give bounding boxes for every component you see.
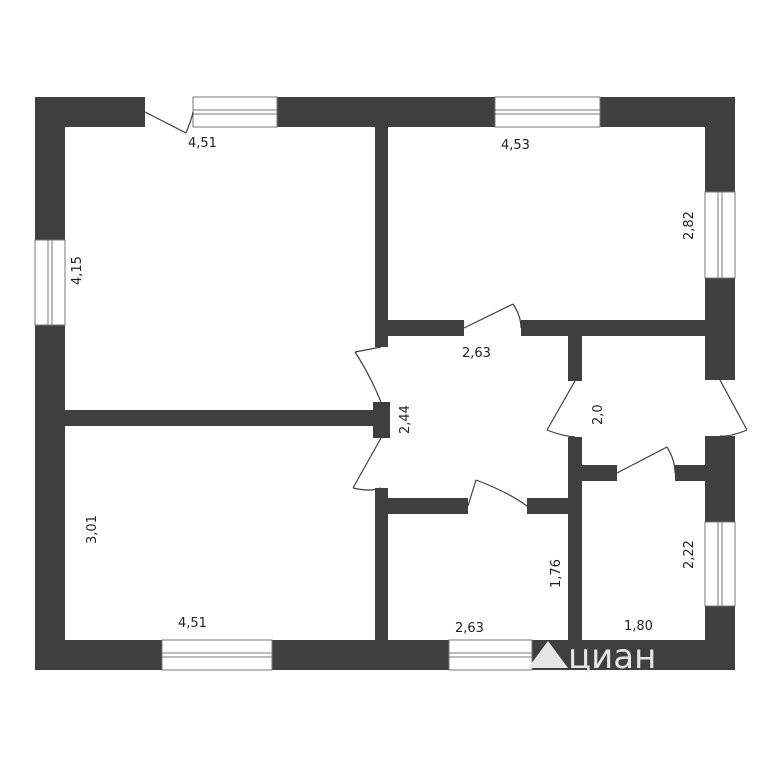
window-top-right — [494, 96, 601, 128]
dim-room3-height: 3,01 — [85, 515, 100, 544]
dim-room2-height: 2,82 — [682, 211, 697, 240]
door-bath — [467, 479, 528, 507]
cian-logo-icon — [528, 641, 568, 668]
dim-room3-width: 4,51 — [178, 616, 207, 631]
dim-hall-width: 2,63 — [462, 346, 491, 361]
wall-hall-top-right — [521, 320, 705, 336]
dim-bath-width: 2,63 — [455, 621, 484, 636]
wall-bottom-left — [35, 640, 162, 670]
wall-right-top — [705, 97, 735, 192]
wall-right-bottom — [705, 606, 735, 670]
window-right-lower — [704, 521, 736, 607]
dim-room1-width: 4,51 — [188, 136, 217, 151]
wall-hall-bottom-left — [388, 498, 468, 514]
watermark-text: циан — [568, 637, 656, 677]
wall-right-middle — [705, 278, 735, 380]
dimension-labels: 4,51 4,15 4,53 2,82 3,01 4,51 2,63 2,44 … — [70, 136, 697, 636]
dim-wc-height: 2,22 — [682, 540, 697, 569]
wall-wc-top-right — [675, 465, 705, 481]
dim-room1-height: 4,15 — [70, 256, 85, 285]
watermark: циан — [528, 637, 656, 677]
dim-bath-height: 1,76 — [549, 559, 564, 588]
wall-hall-top-left — [388, 320, 464, 336]
doors — [144, 111, 748, 507]
door-room2 — [463, 303, 522, 329]
windows — [34, 96, 736, 671]
wall-corridor-left-lower — [568, 437, 582, 640]
window-top-left — [192, 96, 278, 128]
wall-room-divider — [65, 410, 375, 426]
window-bottom-left — [161, 639, 273, 671]
wall-center-post — [373, 402, 390, 438]
window-right-upper — [704, 191, 736, 279]
door-room3 — [352, 437, 382, 491]
wall-corridor-left-upper — [568, 336, 582, 381]
dim-room2-width: 4,53 — [501, 138, 530, 153]
door-right-exit — [719, 379, 748, 437]
door-corridor — [546, 380, 576, 438]
wall-top-middle — [277, 97, 495, 127]
dim-corridor-length: 2,0 — [591, 404, 606, 425]
dim-wc-width: 1,80 — [624, 619, 653, 634]
window-left — [34, 239, 66, 326]
wall-bottom-right — [532, 640, 735, 670]
wall-wc-top-left — [582, 465, 617, 481]
walls — [35, 97, 735, 670]
door-room1 — [354, 346, 382, 403]
wall-bottom-middle — [272, 640, 449, 670]
wall-left-upper — [35, 97, 65, 240]
wall-right-lower — [705, 436, 735, 522]
dim-hall-height: 2,44 — [398, 405, 413, 434]
wall-left-lower — [35, 325, 65, 670]
wall-hall-bottom-right — [527, 498, 568, 514]
door-wc — [616, 446, 676, 474]
window-bottom-middle — [448, 639, 533, 671]
door-entrance — [144, 111, 194, 134]
wall-center-lower — [375, 488, 388, 640]
wall-center-upper — [375, 127, 388, 347]
